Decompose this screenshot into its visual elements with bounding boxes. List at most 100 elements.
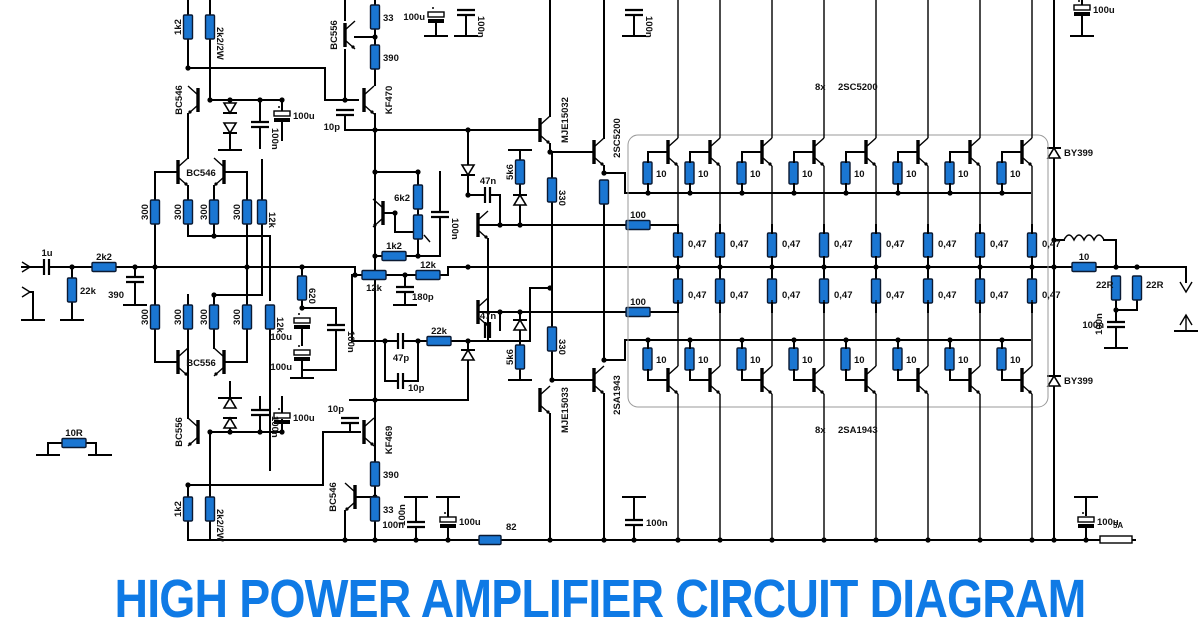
resistor: [625, 306, 651, 318]
resistor-value: 1k2: [173, 501, 184, 517]
resistor-value: 390: [383, 470, 399, 481]
junction-dot: [392, 210, 398, 216]
emitter-resistor: [870, 232, 882, 258]
emitter-arrow: [924, 390, 928, 394]
resistor-value: 12k: [266, 212, 277, 229]
base-wire: [689, 151, 711, 163]
output-pair: [892, 0, 934, 543]
resistor-value: 22R: [1096, 280, 1114, 291]
capacitor-value: 100n: [475, 16, 486, 38]
resistor-value: 33: [383, 505, 394, 516]
transistor-collector: [177, 157, 189, 168]
resistor-value: 2k2: [96, 252, 112, 263]
transistor-collector: [1021, 137, 1033, 148]
transistor-label: BC556: [186, 358, 216, 369]
transistor-collector: [667, 137, 679, 148]
emitter-arrow: [768, 390, 772, 394]
emitter-arrow: [600, 162, 604, 166]
base-wire: [897, 151, 919, 163]
emitter-resistor: [974, 232, 986, 258]
wire: [223, 171, 248, 201]
emitter-arrow: [820, 162, 824, 166]
resistor-value: 5k6: [505, 164, 516, 180]
base-resistor: [736, 347, 747, 371]
wire: [344, 114, 376, 131]
transistor-collector: [709, 365, 721, 376]
resistor: [369, 44, 381, 70]
polarity-mark: [1078, 0, 1080, 2]
diode: [222, 416, 238, 429]
capacitor-value: 100n: [1094, 313, 1105, 335]
electrolytic-capacitor-plate: [440, 524, 456, 528]
resistor-value: 390: [383, 53, 399, 64]
transistor-collector: [917, 365, 929, 376]
resistor-value: 5k6: [505, 349, 516, 365]
transistor-collector: [213, 157, 225, 168]
capacitor-value: 100n: [345, 331, 356, 353]
polarity-mark: [298, 345, 300, 347]
base-resistor: [996, 161, 1007, 185]
wire: [187, 223, 271, 301]
junction-dot: [999, 190, 1005, 196]
emitter-arrow: [546, 410, 550, 414]
base-wire: [845, 369, 867, 381]
wire: [301, 329, 337, 371]
emitter-resistor: [1026, 232, 1038, 258]
emitter-resistor-value: 0,47: [834, 239, 853, 250]
base-wire: [741, 151, 763, 163]
output-pair: [996, 0, 1038, 543]
polarity-mark: [298, 313, 300, 315]
input-arrow-icon: [21, 261, 32, 273]
resistor: [241, 199, 253, 225]
emitter-resistor-value: 0,47: [1042, 290, 1061, 301]
output-inductor: [1063, 234, 1105, 242]
resistor-value: 82: [506, 522, 517, 533]
capacitor-value: 100u: [293, 413, 315, 424]
emitter-arrow: [674, 390, 678, 394]
base-resistor: [944, 161, 955, 185]
emitter-arrow: [1028, 162, 1032, 166]
diode: [222, 396, 238, 409]
emitter-arrow: [820, 390, 824, 394]
resistor: [204, 496, 216, 522]
transistor-collector: [539, 115, 551, 126]
components: [21, 0, 1198, 546]
transistor-label: 2SA1943: [612, 375, 623, 415]
resistor-value: 12k: [274, 317, 285, 334]
resistor: [478, 534, 502, 546]
junction-dot: [601, 170, 607, 176]
base-wire: [1001, 369, 1023, 381]
junction-dot: [372, 253, 378, 259]
emitter-arrow: [1028, 390, 1032, 394]
junction-dot: [769, 264, 775, 270]
capacitor-value: 100u: [1093, 5, 1115, 16]
output-count-top: 8x: [815, 82, 826, 93]
resistor: [369, 496, 381, 522]
transistor-label: BC556: [329, 20, 340, 50]
resistor-value: 300: [140, 204, 151, 220]
base-resistor: [892, 161, 903, 185]
electrolytic-capacitor-plate: [274, 118, 290, 122]
transistor-collector: [539, 385, 551, 396]
transistor-collector: [761, 365, 773, 376]
junction-dot: [687, 337, 693, 343]
emitter-arrow: [370, 110, 374, 114]
junction-dot: [547, 537, 553, 543]
resistor: [412, 184, 424, 210]
junction-dot: [372, 169, 378, 175]
emitter-arrow: [214, 182, 218, 186]
electrolytic-capacitor-plate: [1078, 524, 1094, 528]
resistor: [1131, 275, 1143, 301]
wire: [382, 212, 419, 233]
junction-dot: [821, 537, 827, 543]
transistor-collector: [187, 417, 199, 428]
junction-dot: [342, 97, 348, 103]
junction-dot: [947, 337, 953, 343]
junction-dot: [999, 337, 1005, 343]
capacitor-value: 47p: [393, 353, 410, 364]
resistor: [546, 326, 558, 352]
resistor: [241, 304, 253, 330]
base-resistor: [840, 161, 851, 185]
transistor-collector: [969, 137, 981, 148]
polarity-mark: [278, 106, 280, 108]
